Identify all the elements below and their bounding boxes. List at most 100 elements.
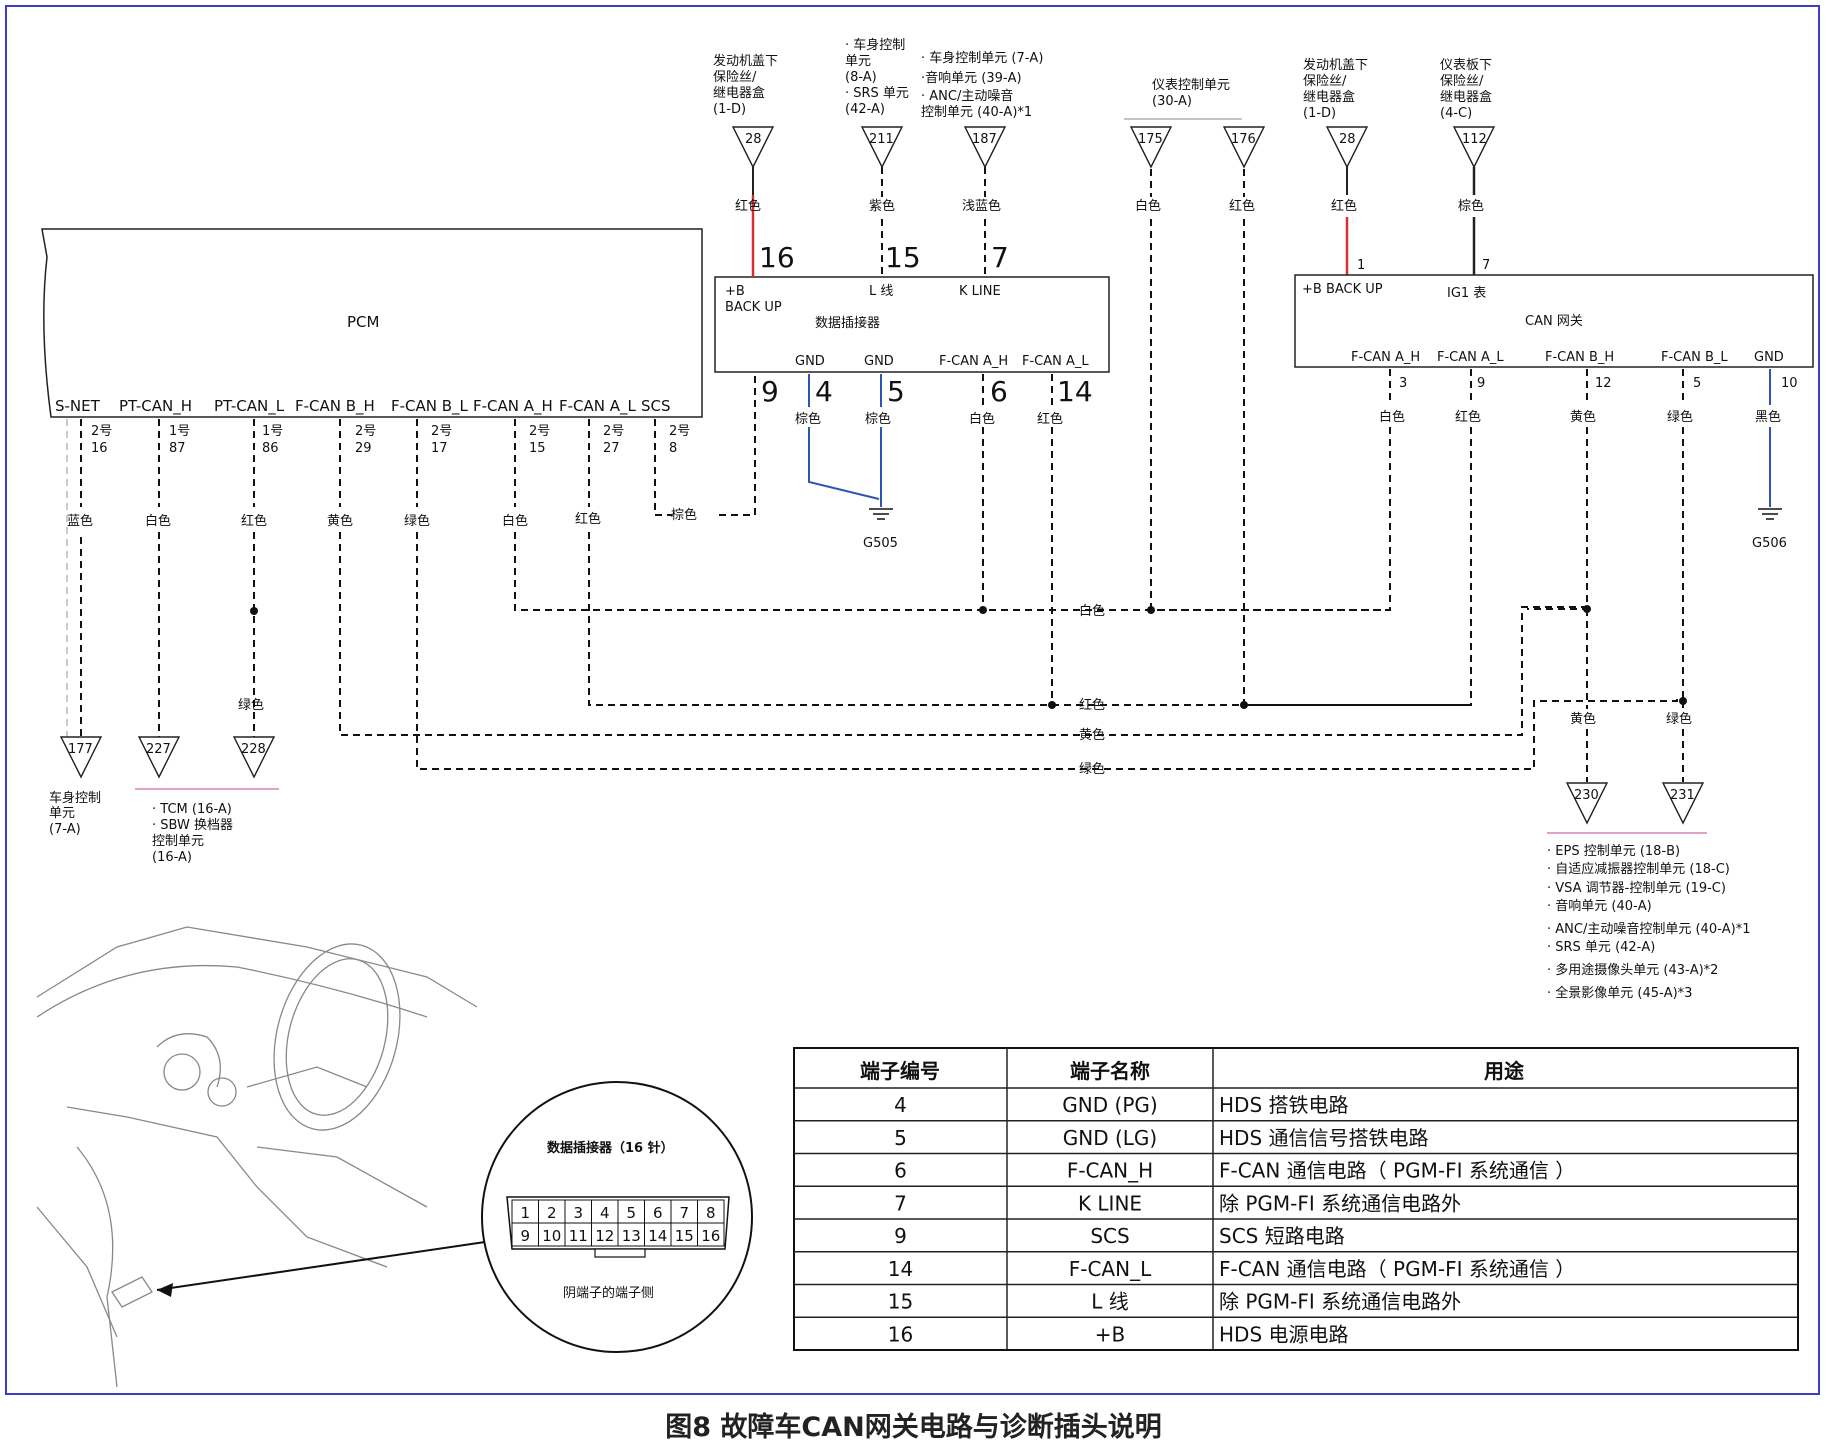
- dlc-pinout-pin: 2: [547, 1204, 557, 1222]
- table-cell-no: 9: [894, 1224, 907, 1248]
- table-cell-no: 4: [894, 1093, 907, 1117]
- dlc-pinout-cell: [697, 1222, 725, 1247]
- table-header-usage: 用途: [1484, 1059, 1525, 1083]
- circuit-diagram: PCM S-NET PT-CAN_H PT-CAN_L F-CAN B_H F-…: [36, 37, 1814, 1388]
- pcm-wire-color-4: 绿色: [404, 513, 430, 529]
- pcm-num-2: 86: [262, 441, 279, 456]
- gw-pin-7: 7: [1482, 258, 1490, 273]
- dlc-pin-14: 14: [1057, 375, 1093, 408]
- fuse-1d-label-0: 发动机盖下: [713, 53, 778, 69]
- pcm-num-1: 87: [169, 441, 186, 456]
- t230-label-1: · 自适应减振器控制单元 (18-C): [1547, 861, 1730, 877]
- fuse-1d-num: 28: [745, 132, 762, 147]
- gw-b-h-down-color: 黄色: [1570, 711, 1596, 727]
- body-211-color: 紫色: [869, 198, 895, 214]
- table-cell-name: +B: [1095, 1322, 1125, 1346]
- t228-num: 228: [241, 742, 266, 757]
- dlc-pin-16: 16: [759, 241, 795, 274]
- t227-label-2: 控制单元: [152, 834, 204, 849]
- dlc-color-4: 棕色: [795, 411, 821, 427]
- body-211-label-4: (42-A): [845, 102, 885, 117]
- body-211-num: 211: [869, 132, 894, 147]
- top-sources: 发动机盖下 保险丝/ 继电器盒 (1-D) 28 红色 · 车身控制 单元 (8…: [713, 37, 1496, 709]
- table-cell-usage: F-CAN 通信电路（ PGM-FI 系统通信 ）: [1219, 1257, 1575, 1281]
- t230-num: 230: [1574, 788, 1599, 803]
- dlc-pinout-pin: 14: [648, 1227, 667, 1245]
- dlc-pin-7: 7: [991, 241, 1009, 274]
- figure-caption: 图8 故障车CAN网关电路与诊断插头说明: [665, 1412, 1162, 1443]
- table-cell-no: 15: [888, 1290, 913, 1314]
- gw-fuse-1d-num: 28: [1339, 132, 1356, 147]
- pcm-conn-4: 2号: [431, 424, 452, 439]
- dlc-label-f-can-a-h: F-CAN A_H: [939, 354, 1008, 369]
- dlc-pin-4: 4: [815, 375, 833, 408]
- pcm-name: PCM: [347, 313, 379, 331]
- table-cell-usage: HDS 搭铁电路: [1219, 1093, 1349, 1117]
- dlc-label-k-line: K LINE: [959, 284, 1001, 299]
- table-cell-no: 7: [894, 1191, 907, 1215]
- table-header-no: 端子编号: [860, 1059, 940, 1083]
- table-cell-no: 14: [888, 1257, 913, 1281]
- t231-num: 231: [1670, 788, 1695, 803]
- t177-label-2: (7-A): [49, 822, 81, 837]
- table-cell-name: F-CAN_H: [1067, 1159, 1153, 1183]
- bus-label-white: 白色: [1079, 603, 1105, 619]
- meter-num-175: 175: [1138, 132, 1163, 147]
- gw-pin-12: 12: [1595, 376, 1612, 391]
- dlc-pinout-pin: 11: [569, 1227, 588, 1245]
- gw-color-9: 红色: [1455, 409, 1481, 425]
- pcm-pin-s-net: S-NET: [55, 397, 101, 415]
- dlc-pinout-pin: 7: [679, 1204, 689, 1222]
- dlc-pinout-pin: 1: [520, 1204, 530, 1222]
- gw-color-3: 白色: [1379, 409, 1405, 425]
- pcm-conn-5: 2号: [529, 424, 550, 439]
- bus-label-yellow: 黄色: [1079, 727, 1105, 743]
- pcm-wire-color-3: 黄色: [327, 513, 353, 529]
- gw-b-l-down-color: 绿色: [1666, 711, 1692, 727]
- dlc-pinout-side-label: 阴端子的端子侧: [563, 1285, 654, 1301]
- pcm-num-4: 17: [431, 441, 448, 456]
- gw-label-a-h: F-CAN A_H: [1351, 350, 1420, 365]
- table-cell-name: GND (PG): [1062, 1093, 1157, 1117]
- t227-label-0: · TCM (16-A): [152, 802, 232, 817]
- gw-pin-1: 1: [1357, 258, 1365, 273]
- table-cell-usage: SCS 短路电路: [1219, 1224, 1345, 1248]
- dlc-pinout-pin: 16: [701, 1227, 720, 1245]
- gw-pin-5: 5: [1693, 376, 1701, 391]
- fuse-1d-color: 红色: [735, 198, 761, 214]
- dlc-pinout-pin: 4: [600, 1204, 610, 1222]
- diagram-frame: PCM S-NET PT-CAN_H PT-CAN_L F-CAN B_H F-…: [5, 5, 1820, 1395]
- dlc-pin-5: 5: [887, 375, 905, 408]
- pcm-pin-f-can-b-l: F-CAN B_L: [391, 397, 469, 416]
- gw-color-12: 黄色: [1570, 409, 1596, 425]
- pcm-num-7: 8: [669, 441, 677, 456]
- body-187-label-1: ·音响单元 (39-A): [921, 70, 1022, 86]
- t227-label-3: (16-A): [152, 850, 192, 865]
- meter-label-1: (30-A): [1152, 94, 1192, 109]
- pcm-wire-color-2: 红色: [241, 513, 267, 529]
- gw-ground-g506: G506: [1752, 536, 1787, 551]
- table-cell-name: F-CAN_L: [1069, 1257, 1152, 1281]
- dlc-pin-15: 15: [885, 241, 921, 274]
- dlc-label-b: +B: [725, 284, 745, 299]
- pcm-conn-0: 2号: [91, 424, 112, 439]
- fuse-1d-label-1: 保险丝/: [713, 70, 757, 85]
- gw-pin-10: 10: [1781, 376, 1798, 391]
- table-cell-no: 5: [894, 1126, 907, 1150]
- gw-name: CAN 网关: [1525, 314, 1583, 329]
- gw-pin-3: 3: [1399, 376, 1407, 391]
- dlc-label-backup: BACK UP: [725, 300, 782, 315]
- meter-num-176: 176: [1231, 132, 1256, 147]
- pcm-num-6: 27: [603, 441, 620, 456]
- body-187-num: 187: [972, 132, 997, 147]
- t230-label-6: · 多用途摄像头单元 (43-A)*2: [1547, 962, 1718, 978]
- dlc-pin-9: 9: [761, 375, 779, 408]
- dlc-label-f-can-a-l: F-CAN A_L: [1022, 354, 1089, 369]
- data-link-connector: +B BACK UP L 线 K LINE 数据插接器 GND GND F-CA…: [714, 241, 1110, 709]
- t230-label-0: · EPS 控制单元 (18-B): [1547, 844, 1680, 859]
- dlc-pinout-pin: 10: [542, 1227, 561, 1245]
